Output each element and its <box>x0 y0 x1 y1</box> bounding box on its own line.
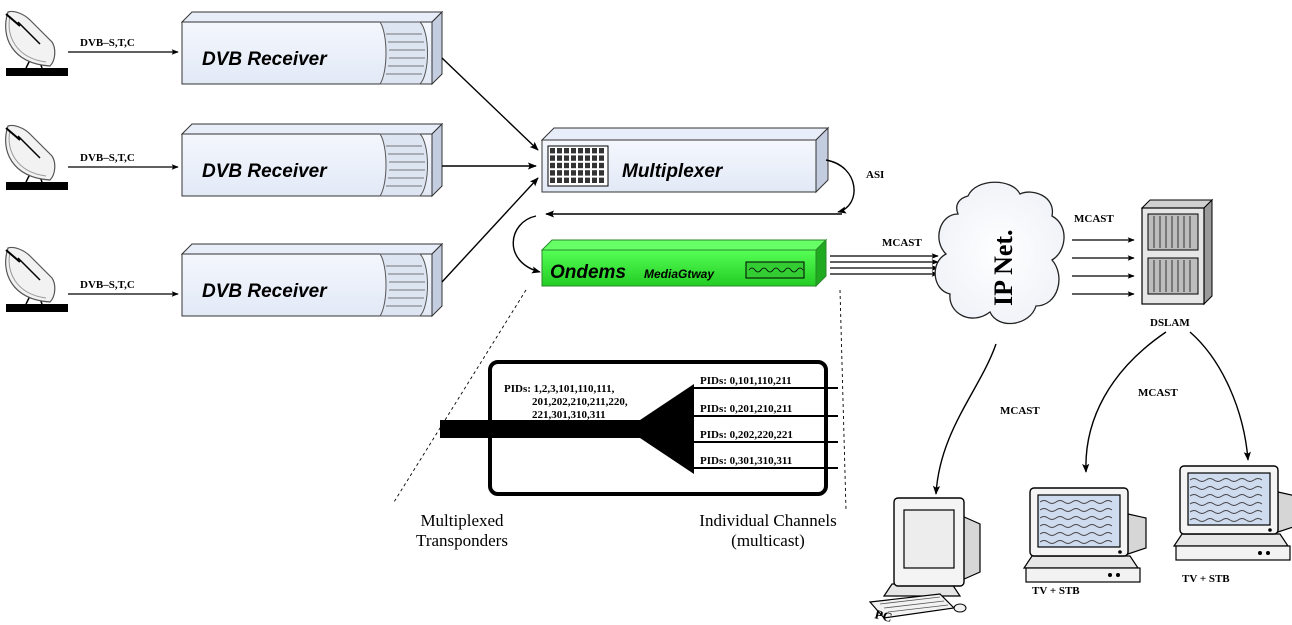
receiver-to-mux-3 <box>441 177 539 283</box>
gateway-input-arrow <box>512 215 541 274</box>
mux-port <box>592 177 597 183</box>
tv-stb-icon <box>1023 487 1147 583</box>
mux-port <box>585 177 590 183</box>
dvb-receiver-1: DVB Receiver <box>181 11 443 85</box>
gateway-display-icon <box>745 261 805 279</box>
caption-multicast: (multicast) <box>731 531 805 550</box>
dvb-receiver-3: DVB Receiver <box>181 243 443 317</box>
mux-port <box>585 162 590 169</box>
dvb-receiver-label: DVB Receiver <box>202 281 328 302</box>
receiver-to-mux-1 <box>441 57 539 151</box>
mux-port <box>557 162 562 169</box>
mux-port <box>578 155 583 161</box>
mcast-label-dslam: MCAST <box>1074 213 1114 225</box>
caption-individual-channels: Individual Channels <box>699 511 836 530</box>
tv-stb-icon <box>1173 465 1292 561</box>
input-pids-line-3: 221,301,310,311 <box>532 409 606 421</box>
mux-port <box>550 148 555 154</box>
mux-port <box>592 155 597 161</box>
signal-label-3: DVB–S,T,C <box>80 279 135 291</box>
mux-port <box>599 170 604 176</box>
mux-port <box>550 162 555 169</box>
multiplexer-label: Multiplexer <box>622 161 724 182</box>
mux-port <box>599 148 604 154</box>
gateway-brand-label: Ondems <box>550 262 626 283</box>
mux-port <box>599 162 604 169</box>
mux-port <box>578 162 583 169</box>
mux-port <box>585 148 590 154</box>
dslam-to-tv2-arrow <box>1189 331 1251 461</box>
output-pids-1: PIDs: 0,101,110,211 <box>700 375 792 387</box>
mux-port <box>592 170 597 176</box>
pc-label: PC <box>873 606 893 625</box>
signal-label-2: DVB–S,T,C <box>80 152 135 164</box>
satellite-dish-icon <box>4 246 69 313</box>
multiplexer: Multiplexer <box>540 126 830 194</box>
mux-port <box>564 177 569 183</box>
output-pids-3: PIDs: 0,202,220,221 <box>700 429 793 441</box>
mcast-label-pc: MCAST <box>1000 405 1040 417</box>
ip-net-cloud <box>934 181 1065 325</box>
satellite-dish-icon <box>4 124 69 191</box>
asi-arrow <box>825 159 855 214</box>
dvb-receiver-2: DVB Receiver <box>181 123 443 197</box>
signal-label-1: DVB–S,T,C <box>80 37 135 49</box>
asi-label: ASI <box>866 169 884 181</box>
output-pids-4: PIDs: 0,301,310,311 <box>700 455 792 467</box>
mux-port <box>592 162 597 169</box>
mux-port <box>585 170 590 176</box>
mux-port <box>564 155 569 161</box>
dvb-receiver-label: DVB Receiver <box>202 49 328 70</box>
ondems-media-gateway: Ondems MediaGtway <box>540 238 828 288</box>
output-pids-2: PIDs: 0,201,210,211 <box>700 403 792 415</box>
pc-client <box>868 497 981 619</box>
mux-port <box>578 148 583 154</box>
mux-port <box>557 148 562 154</box>
ipnet-to-dslam-arrows <box>1072 237 1135 297</box>
input-pids-line-2: 201,202,210,211,220, <box>532 396 628 408</box>
mcast-label-gateway: MCAST <box>882 237 922 249</box>
gateway-model-label: MediaGtway <box>644 267 715 281</box>
mux-port <box>564 170 569 176</box>
mux-port <box>557 170 562 176</box>
ipnet-to-pc-arrow <box>932 343 997 495</box>
pid-split-shape <box>440 384 694 474</box>
dslam-label: DSLAM <box>1150 317 1190 329</box>
multiplexer-port-grid-icon <box>547 145 609 187</box>
mux-port <box>557 177 562 183</box>
mux-port <box>571 148 576 154</box>
dslam-rack <box>1140 198 1214 306</box>
mux-port <box>571 162 576 169</box>
mouse-icon <box>953 603 967 613</box>
mux-port <box>592 148 597 154</box>
gateway-to-ipnet-arrows <box>830 253 939 277</box>
dvb-receiver-label: DVB Receiver <box>202 161 328 182</box>
mux-port <box>571 170 576 176</box>
dslam-to-tv1-arrow <box>1082 331 1167 473</box>
mux-port <box>571 155 576 161</box>
mux-port <box>550 155 555 161</box>
mux-port <box>550 177 555 183</box>
tv-stb-label-1: TV + STB <box>1032 585 1080 597</box>
tv-stb-label-2: TV + STB <box>1182 573 1230 585</box>
input-pids-line-1: PIDs: 1,2,3,101,110,111, <box>504 383 615 395</box>
mux-port <box>585 155 590 161</box>
caption-multiplexed: Multiplexed <box>420 511 504 530</box>
mux-port <box>578 177 583 183</box>
mux-port <box>599 155 604 161</box>
mux-port <box>557 155 562 161</box>
mux-port <box>550 170 555 176</box>
caption-transponders: Transponders <box>416 531 508 550</box>
ip-net-label: IP Net. <box>989 229 1018 306</box>
mux-port <box>599 177 604 183</box>
satellite-dish-icon <box>4 10 69 77</box>
mux-port <box>578 170 583 176</box>
mux-port <box>564 162 569 169</box>
mcast-label-tv: MCAST <box>1138 387 1178 399</box>
mux-port <box>571 177 576 183</box>
inset-guide-right <box>839 289 847 511</box>
mux-port <box>564 148 569 154</box>
